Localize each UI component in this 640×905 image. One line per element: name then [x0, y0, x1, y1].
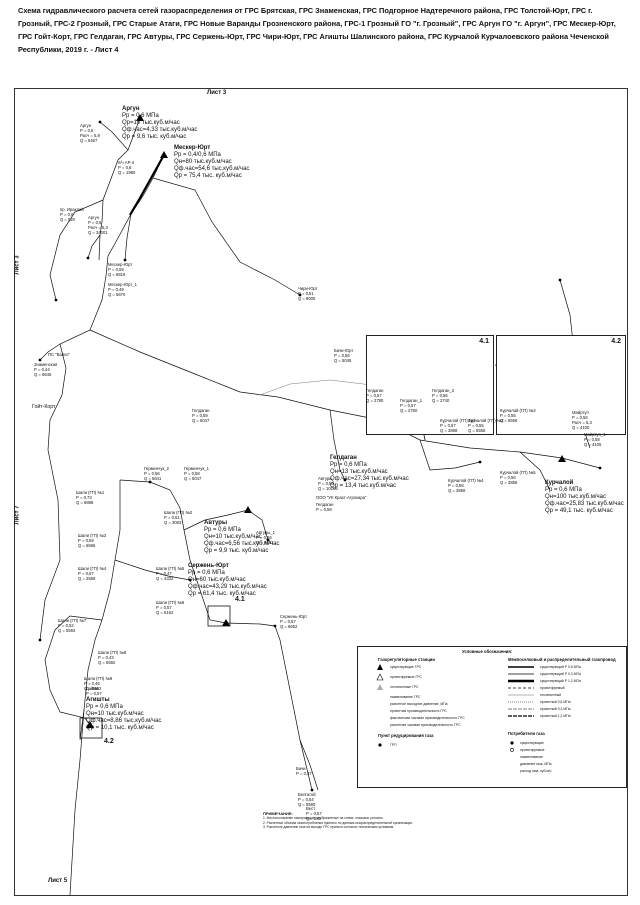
inset-4-2: 4.2	[496, 335, 626, 435]
pipeline-goyt	[39, 343, 67, 641]
pipeline-kurch-s	[519, 451, 551, 491]
pipeline-serzhen	[225, 622, 313, 791]
sheet-label-left-top: Лист 3	[14, 255, 21, 275]
pipeline-shali-mid	[114, 559, 191, 581]
pipeline-shali-w	[44, 615, 103, 713]
pipeline-main	[89, 329, 601, 469]
inset-marker-label-4-2: 4.2	[104, 738, 114, 745]
station-agishty-icon	[86, 721, 94, 728]
place-bayar: ПС "Баяхо"	[48, 352, 70, 357]
pipeline-mesker-east	[152, 177, 301, 296]
station-avtury-icon	[244, 506, 252, 513]
pipeline-argun-west	[49, 199, 104, 301]
inset-marker-4-1	[207, 605, 231, 627]
notes-title: ПРИМЕЧАНИЕ:	[263, 811, 293, 816]
inset-4-2-title: 4.2	[611, 338, 621, 345]
pipeline-avtury	[183, 509, 269, 541]
station-kurchaloy-icon	[558, 455, 566, 462]
note-item: 1. Местоположение газопроводов, отображе…	[263, 816, 384, 821]
legend: Условные обозначения: Газорегуляторные с…	[357, 646, 627, 788]
inset-4-1-title: 4.1	[479, 338, 489, 345]
note-item: 2. Расчетные объемы газопотребления прин…	[263, 820, 413, 825]
inset-4-1: 4.1	[366, 335, 494, 435]
notes: ПРИМЕЧАНИЕ: 1. Местоположение газопровод…	[263, 811, 623, 830]
sheet-label-top: Лист 3	[207, 90, 227, 96]
pipeline-gray	[259, 379, 381, 396]
pipeline-main-west	[39, 275, 107, 361]
map-frame	[14, 88, 628, 896]
inset-marker-label-4-1: 4.1	[235, 596, 245, 603]
station-mesker-icon	[160, 151, 168, 158]
note-item: 3. Расчетное давление газа на выходе ГРС…	[263, 825, 395, 830]
station-serzhen-icon	[222, 619, 230, 626]
map-title: Схема гидравлического расчета сетей газо…	[18, 6, 616, 54]
legend-col2-title: Межпоселковый и распределительный газопр…	[508, 657, 616, 662]
pipeline-argun-upper	[99, 121, 129, 151]
pipeline-kurch	[419, 439, 481, 471]
place-goyt-kort: Гойт-Корт	[32, 404, 56, 410]
pipeline-mesker-branch	[124, 213, 132, 261]
pipeline-high-pressure	[129, 154, 165, 216]
sheet-label-left-mid: Лист 7	[14, 505, 21, 525]
pipeline-lower	[299, 739, 319, 791]
station-argun-icon	[136, 114, 144, 121]
legend-col1-title: Газорегуляторные станции	[378, 657, 435, 662]
inset-marker-4-2	[79, 717, 103, 739]
pipeline-bottom	[69, 709, 85, 896]
pipeline-geldagan	[329, 409, 346, 481]
place-ooo: ООО "УК Крахт-Агрокара"	[316, 495, 367, 500]
pipeline-argun-branch	[87, 234, 101, 259]
sheet-label-bottom: Лист 5	[48, 878, 68, 884]
legend-title: Условные обозначения:	[462, 649, 513, 654]
legend-symbols	[376, 664, 534, 752]
